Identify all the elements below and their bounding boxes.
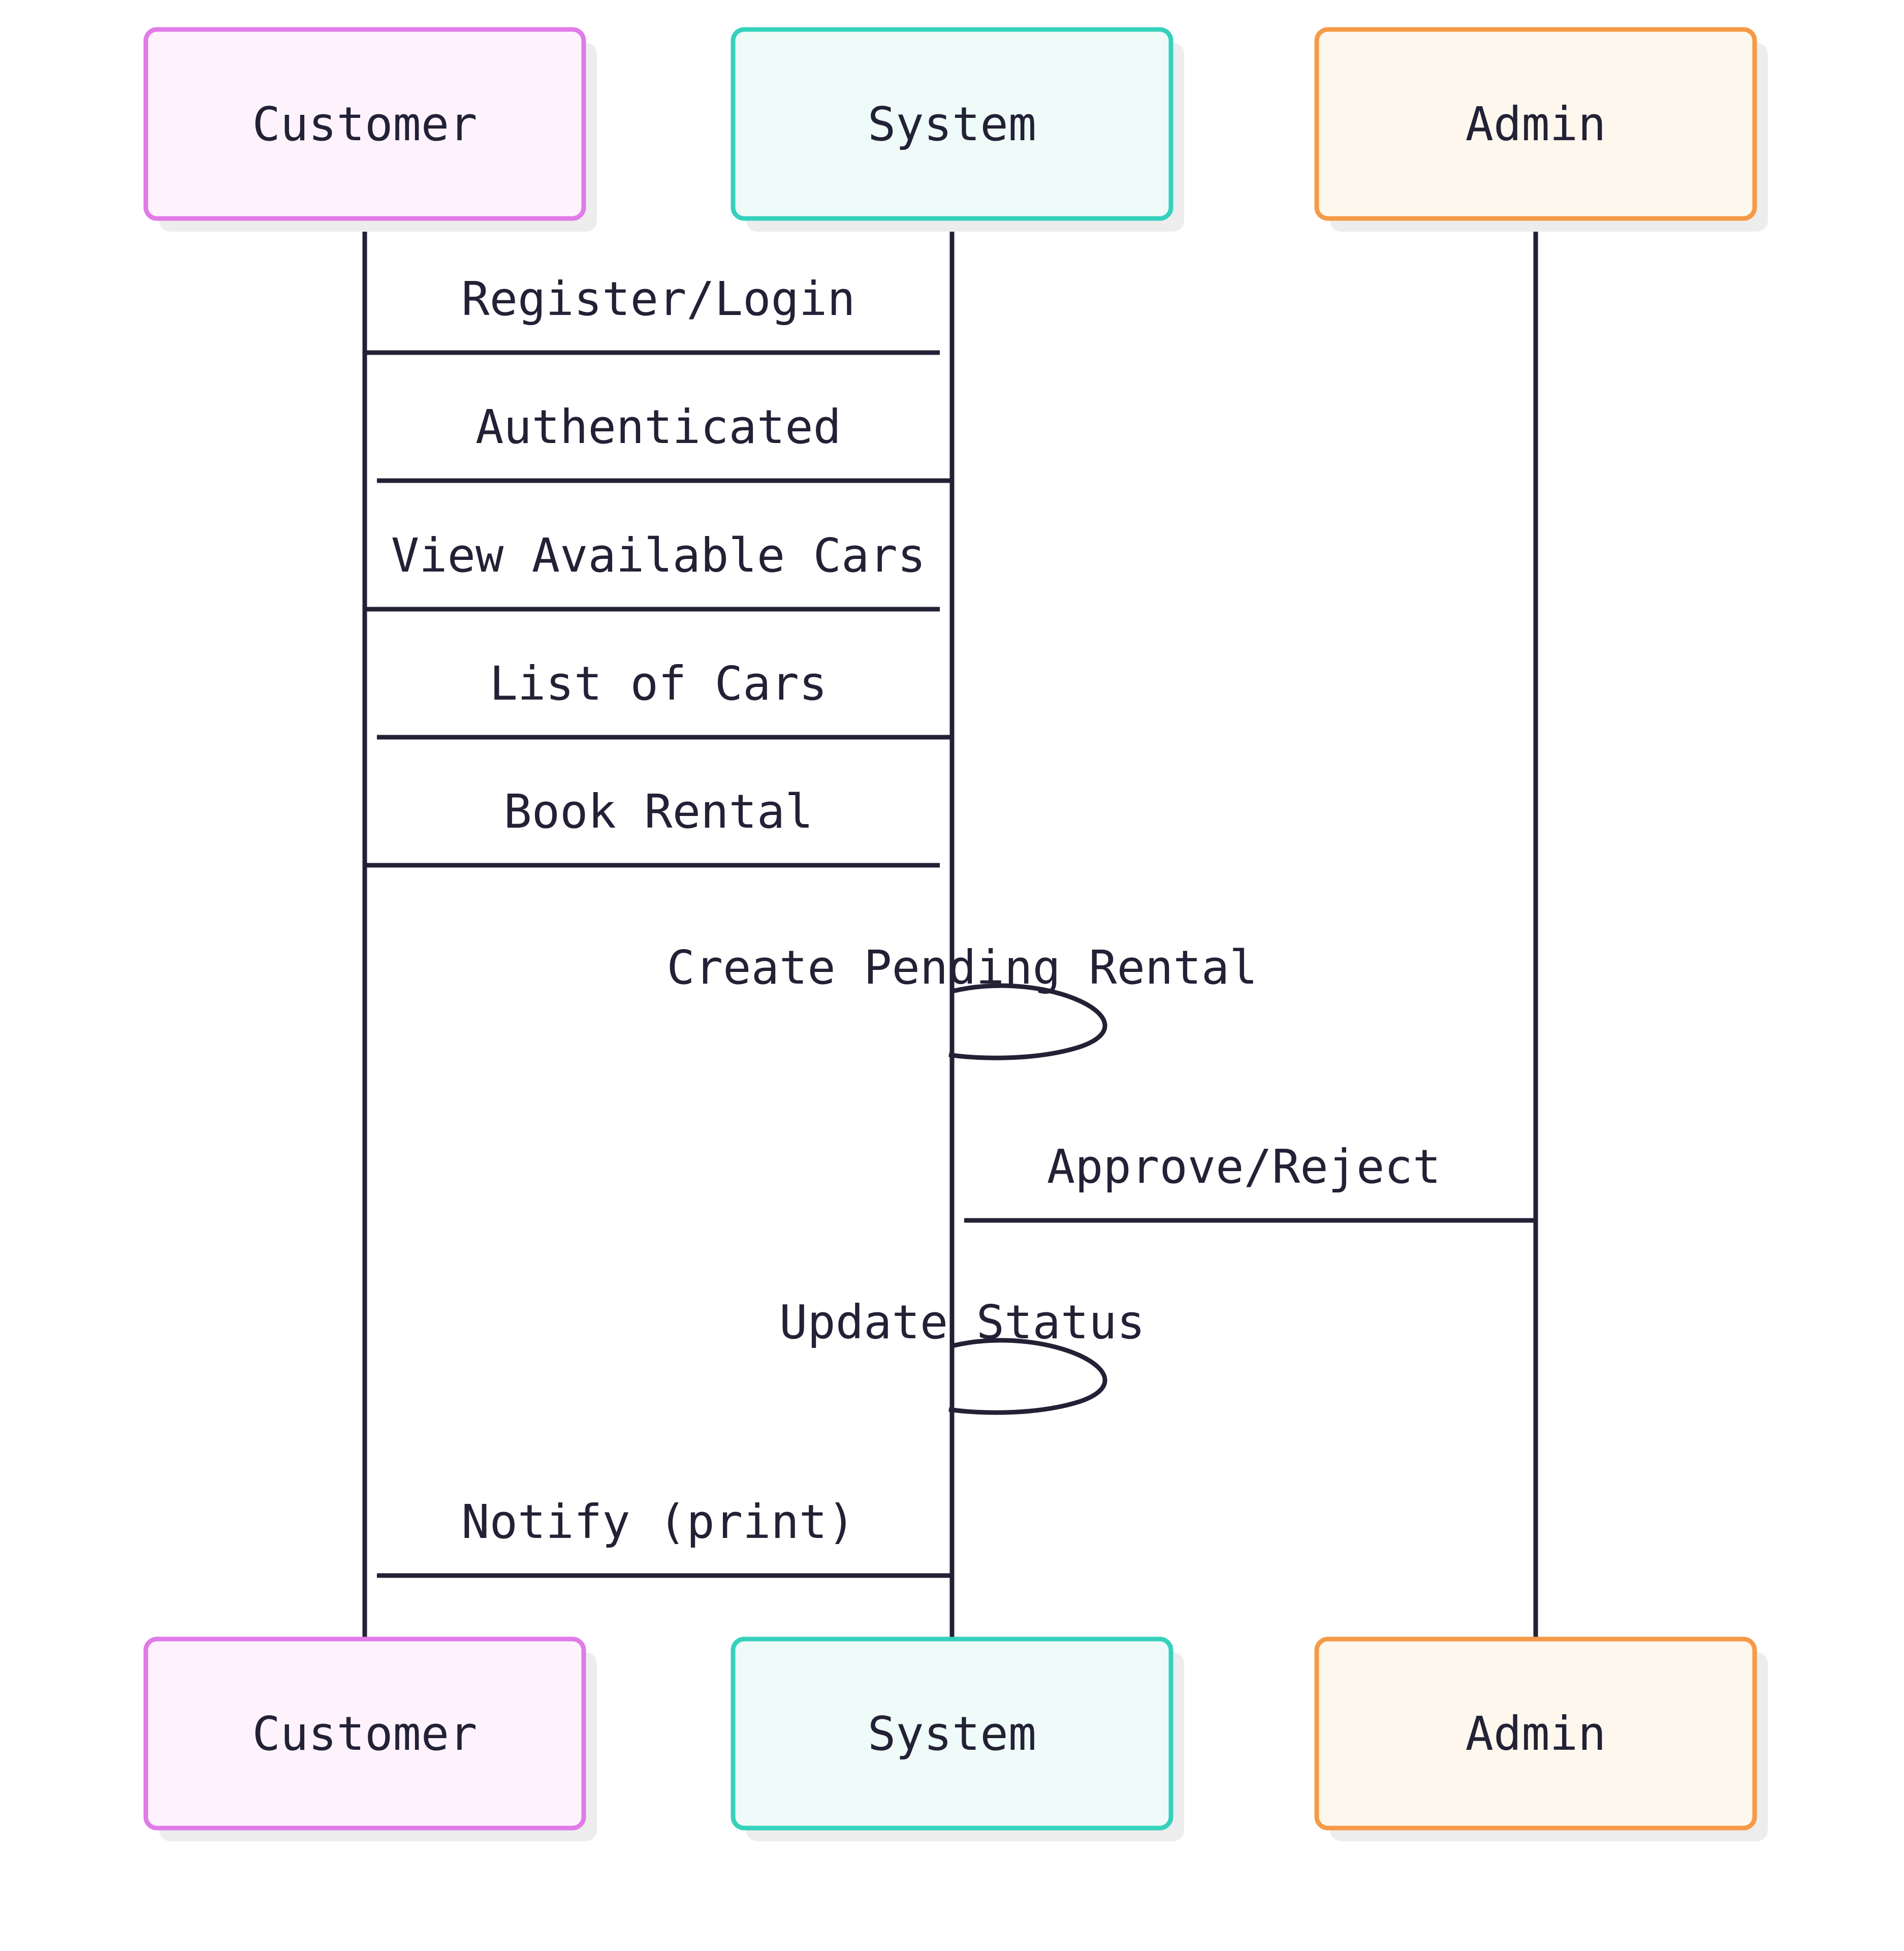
message-label: List of Cars <box>490 656 828 711</box>
actor-box <box>1314 27 1757 221</box>
message-label: Register/Login <box>461 272 855 326</box>
self-message-arrow <box>948 983 1107 1060</box>
message-label: Book Rental <box>503 784 813 839</box>
message-7: Approve/Reject <box>964 1140 1536 1223</box>
actors-bottom: Customer System Admin <box>143 1637 1768 1841</box>
actor-box <box>731 1637 1173 1831</box>
actors-top: Customer System Admin <box>143 27 1768 232</box>
message-6: Create Pending Rental <box>667 940 1258 1060</box>
message-4: List of Cars <box>376 656 952 740</box>
actor-box <box>1314 1637 1757 1831</box>
message-8: Update Status <box>779 1295 1145 1415</box>
actor-admin-top: Admin <box>1314 27 1768 232</box>
actor-box <box>731 27 1173 221</box>
actor-admin-bottom: Admin <box>1314 1637 1768 1841</box>
message-label: Approve/Reject <box>1047 1140 1441 1194</box>
self-message-arrow <box>948 1338 1107 1415</box>
message-label: Create Pending Rental <box>667 940 1257 995</box>
actor-system-top: System <box>731 27 1184 232</box>
actor-label: Customer <box>252 1707 477 1761</box>
actor-label: Customer <box>252 97 477 151</box>
lifelines <box>362 218 1538 1639</box>
message-label: Update Status <box>779 1295 1145 1349</box>
actor-customer-top: Customer <box>143 27 597 232</box>
actor-label: System <box>868 1707 1036 1761</box>
message-3: View Available Cars <box>365 528 940 612</box>
actor-customer-bottom: Customer <box>143 1637 597 1841</box>
actor-label: System <box>868 97 1036 151</box>
message-9: Notify (print) <box>376 1495 952 1578</box>
message-label: View Available Cars <box>391 528 926 583</box>
actor-label: Admin <box>1466 97 1606 151</box>
actor-system-bottom: System <box>731 1637 1184 1841</box>
message-2: Authenticated <box>376 400 952 483</box>
message-label: Notify (print) <box>461 1495 855 1549</box>
actor-box <box>143 1637 586 1831</box>
message-5: Book Rental <box>365 784 940 868</box>
message-1: Register/Login <box>365 272 940 355</box>
actor-box <box>143 27 586 221</box>
message-label: Authenticated <box>475 400 841 454</box>
actor-label: Admin <box>1466 1707 1606 1761</box>
